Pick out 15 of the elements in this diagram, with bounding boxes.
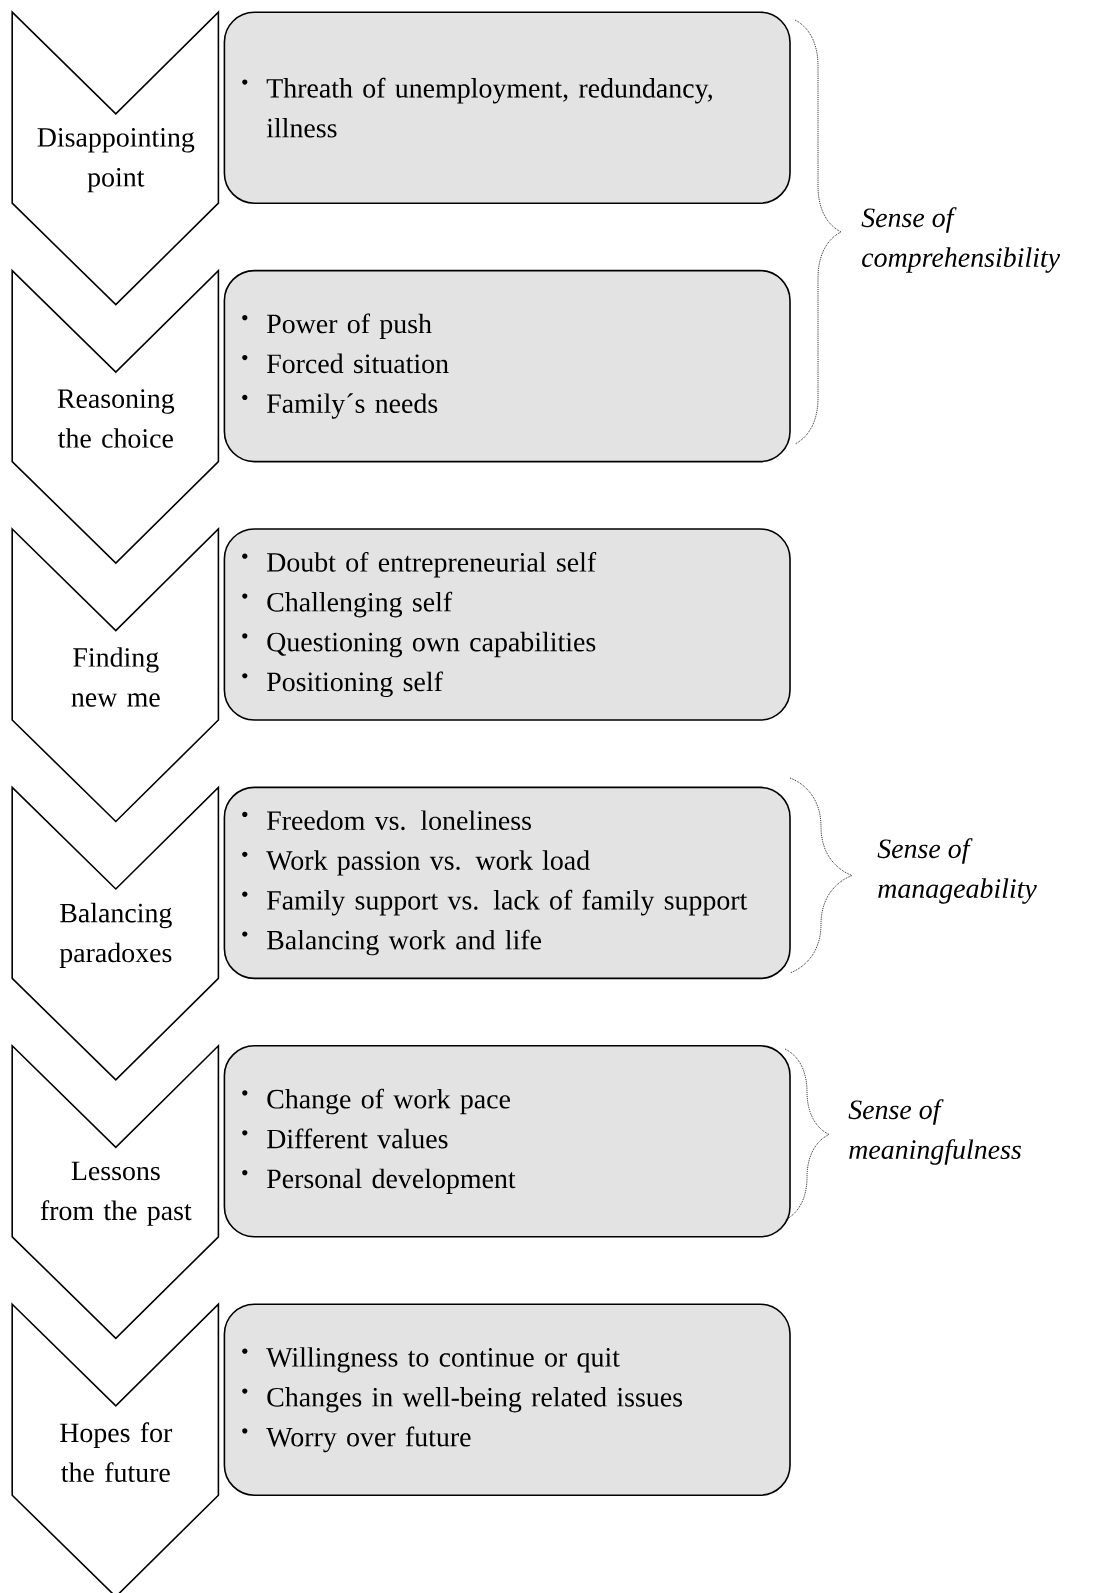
brace-label: Sense of comprehensibility <box>861 207 1061 273</box>
chevron-step: Hopes for the future <box>11 1302 220 1593</box>
content-box: Freedom vs. loneliness Work passion vs. work load Family support vs. lack of family support Balancing work and life <box>223 786 791 980</box>
chevron-step: Disappointing point <box>11 10 220 306</box>
chevron-step: Reasoning the choice <box>11 268 220 565</box>
chevron-step: Lessons from the past <box>11 1043 220 1340</box>
chevron-step: Balancing paradoxes <box>11 785 220 1081</box>
content-box: Doubt of entrepreneurial self Challenging self Questioning own capabilities Positioning self <box>223 528 791 721</box>
chevron-step: Finding new me <box>11 527 220 823</box>
content-box: Power of push Forced situation Family´s needs <box>223 269 791 463</box>
content-box: Change of work pace Different values Personal development <box>223 1045 791 1238</box>
brace-label: Sense of meaningfulness <box>848 1099 1021 1165</box>
brace-label: Sense of manageability <box>877 838 1037 904</box>
content-box: Willingness to continue or quit Changes in well-being related issues Worry over future <box>223 1303 791 1496</box>
content-box: Threath of unemployment, redundancy, illness <box>223 11 791 204</box>
